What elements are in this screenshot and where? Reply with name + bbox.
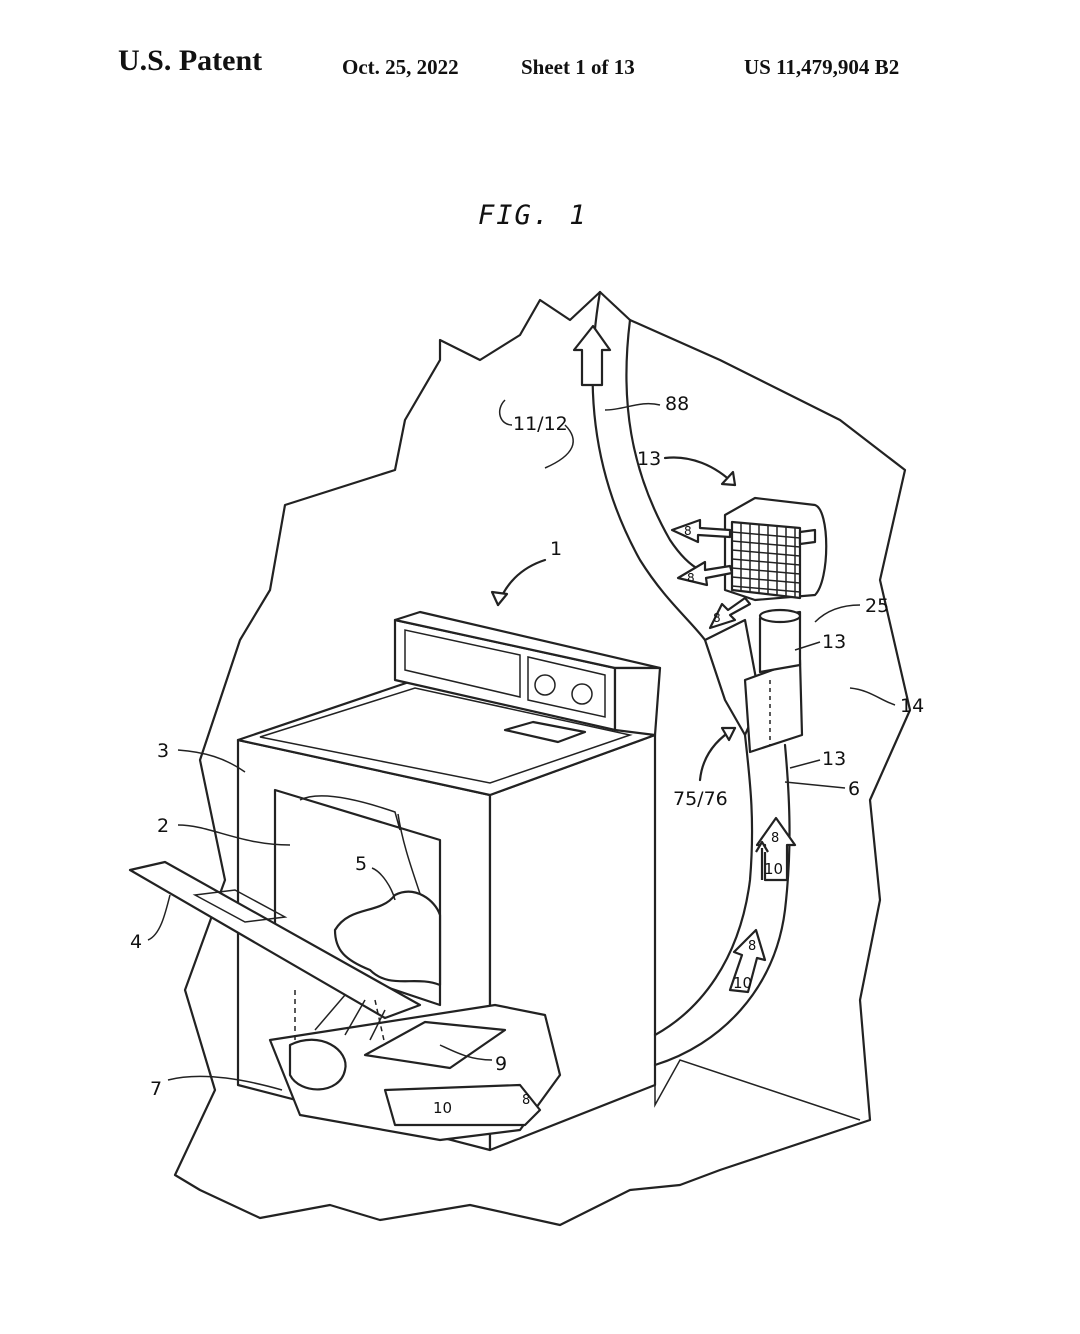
flex-arrow-10a-tail bbox=[755, 840, 769, 880]
lint-arrow-3 bbox=[369, 1009, 386, 1041]
leader-88 bbox=[604, 402, 661, 411]
console-knob-1 bbox=[534, 674, 556, 696]
ref-5: 5 bbox=[355, 853, 367, 875]
header-date: Oct. 25, 2022 bbox=[342, 55, 459, 79]
unit-out-arrow-2 bbox=[676, 560, 734, 587]
flex-duct-inner bbox=[653, 743, 791, 1067]
flex-duct-outer bbox=[653, 733, 754, 1037]
wall-duct-right bbox=[625, 318, 702, 572]
leader-1112-a bbox=[498, 399, 513, 426]
lint-slot bbox=[503, 720, 587, 744]
leader-5 bbox=[371, 867, 396, 901]
arrow-label-8-c: 8 bbox=[522, 1093, 530, 1108]
arrow-label-8-f: 8 bbox=[713, 611, 721, 625]
ref-25: 25 bbox=[865, 595, 889, 617]
header-patent-label: U.S. Patent bbox=[118, 44, 263, 77]
console-display bbox=[404, 629, 521, 698]
leader-2 bbox=[177, 824, 291, 846]
ref-13-low: 13 bbox=[822, 748, 846, 770]
flex-arrow-8b bbox=[728, 928, 767, 994]
ref-88: 88 bbox=[665, 393, 689, 415]
leader-13b bbox=[794, 641, 821, 651]
ref-1: 1 bbox=[550, 538, 562, 560]
ref-14: 14 bbox=[900, 695, 924, 717]
lint-dash-2 bbox=[374, 999, 386, 1046]
leader-3 bbox=[177, 749, 246, 773]
lint-pipe bbox=[288, 1038, 347, 1091]
ref-75-76: 75/76 bbox=[673, 788, 728, 810]
unit-neck-top bbox=[758, 608, 802, 624]
lint-screen-9 bbox=[363, 1020, 507, 1070]
unit-out-arrow-1 bbox=[670, 518, 732, 544]
flex-arrow-group-1 bbox=[755, 816, 797, 882]
clothes-load bbox=[333, 890, 442, 987]
leader-4 bbox=[147, 894, 171, 941]
unit-out-arrow-3 bbox=[708, 596, 752, 630]
ref-2: 2 bbox=[157, 815, 169, 837]
duct-up-arrow bbox=[572, 324, 612, 387]
header-patent-number: US 11,479,904 B2 bbox=[744, 55, 900, 79]
floor-seam bbox=[654, 1035, 861, 1121]
dryer-door bbox=[128, 860, 422, 1020]
arrow-label-8-b: 8 bbox=[748, 939, 756, 954]
leader-6 bbox=[784, 781, 846, 789]
lint-duct-outlet bbox=[383, 1083, 542, 1127]
ref-6: 6 bbox=[848, 778, 860, 800]
lint-arrow-1 bbox=[314, 994, 346, 1031]
leader-7 bbox=[167, 1075, 283, 1091]
ref-11-12: 11/12 bbox=[513, 413, 568, 435]
ref-9: 9 bbox=[495, 1053, 507, 1075]
figure-title: FIG. 1 bbox=[478, 200, 588, 231]
leader-1112-b bbox=[544, 424, 574, 469]
console-knob-2 bbox=[571, 683, 593, 705]
arrow-label-10-b: 10 bbox=[733, 974, 752, 992]
arrow-label-8-e: 8 bbox=[687, 571, 695, 585]
door-handle bbox=[192, 889, 288, 923]
leader-7576-head bbox=[720, 726, 737, 742]
console-panel bbox=[527, 656, 606, 718]
leader-1 bbox=[496, 558, 547, 607]
ref-13-mid: 13 bbox=[822, 631, 846, 653]
wall-outline bbox=[173, 290, 912, 1227]
arrow-label-8-a: 8 bbox=[771, 831, 779, 846]
dryer-console-side bbox=[613, 666, 662, 737]
arrow-label-10-c: 10 bbox=[433, 1099, 452, 1117]
ref-13-top: 13 bbox=[637, 448, 661, 470]
arrow-label-8-d: 8 bbox=[684, 524, 692, 538]
leader-9 bbox=[439, 1044, 493, 1061]
ref-3: 3 bbox=[157, 740, 169, 762]
leader-14 bbox=[849, 687, 896, 706]
ref-7: 7 bbox=[150, 1078, 162, 1100]
leader-1-head bbox=[490, 590, 509, 607]
leader-13-unit-head bbox=[720, 470, 737, 487]
arrow-label-10-a: 10 bbox=[764, 860, 783, 878]
ref-4: 4 bbox=[130, 931, 142, 953]
leader-13c bbox=[789, 759, 821, 769]
filter-tab bbox=[798, 528, 817, 546]
filter-grid bbox=[731, 523, 801, 597]
leader-25 bbox=[814, 604, 861, 623]
lint-arrow-2 bbox=[344, 999, 366, 1036]
dryer-top-inner bbox=[259, 687, 633, 784]
header-sheet: Sheet 1 of 13 bbox=[521, 55, 635, 79]
